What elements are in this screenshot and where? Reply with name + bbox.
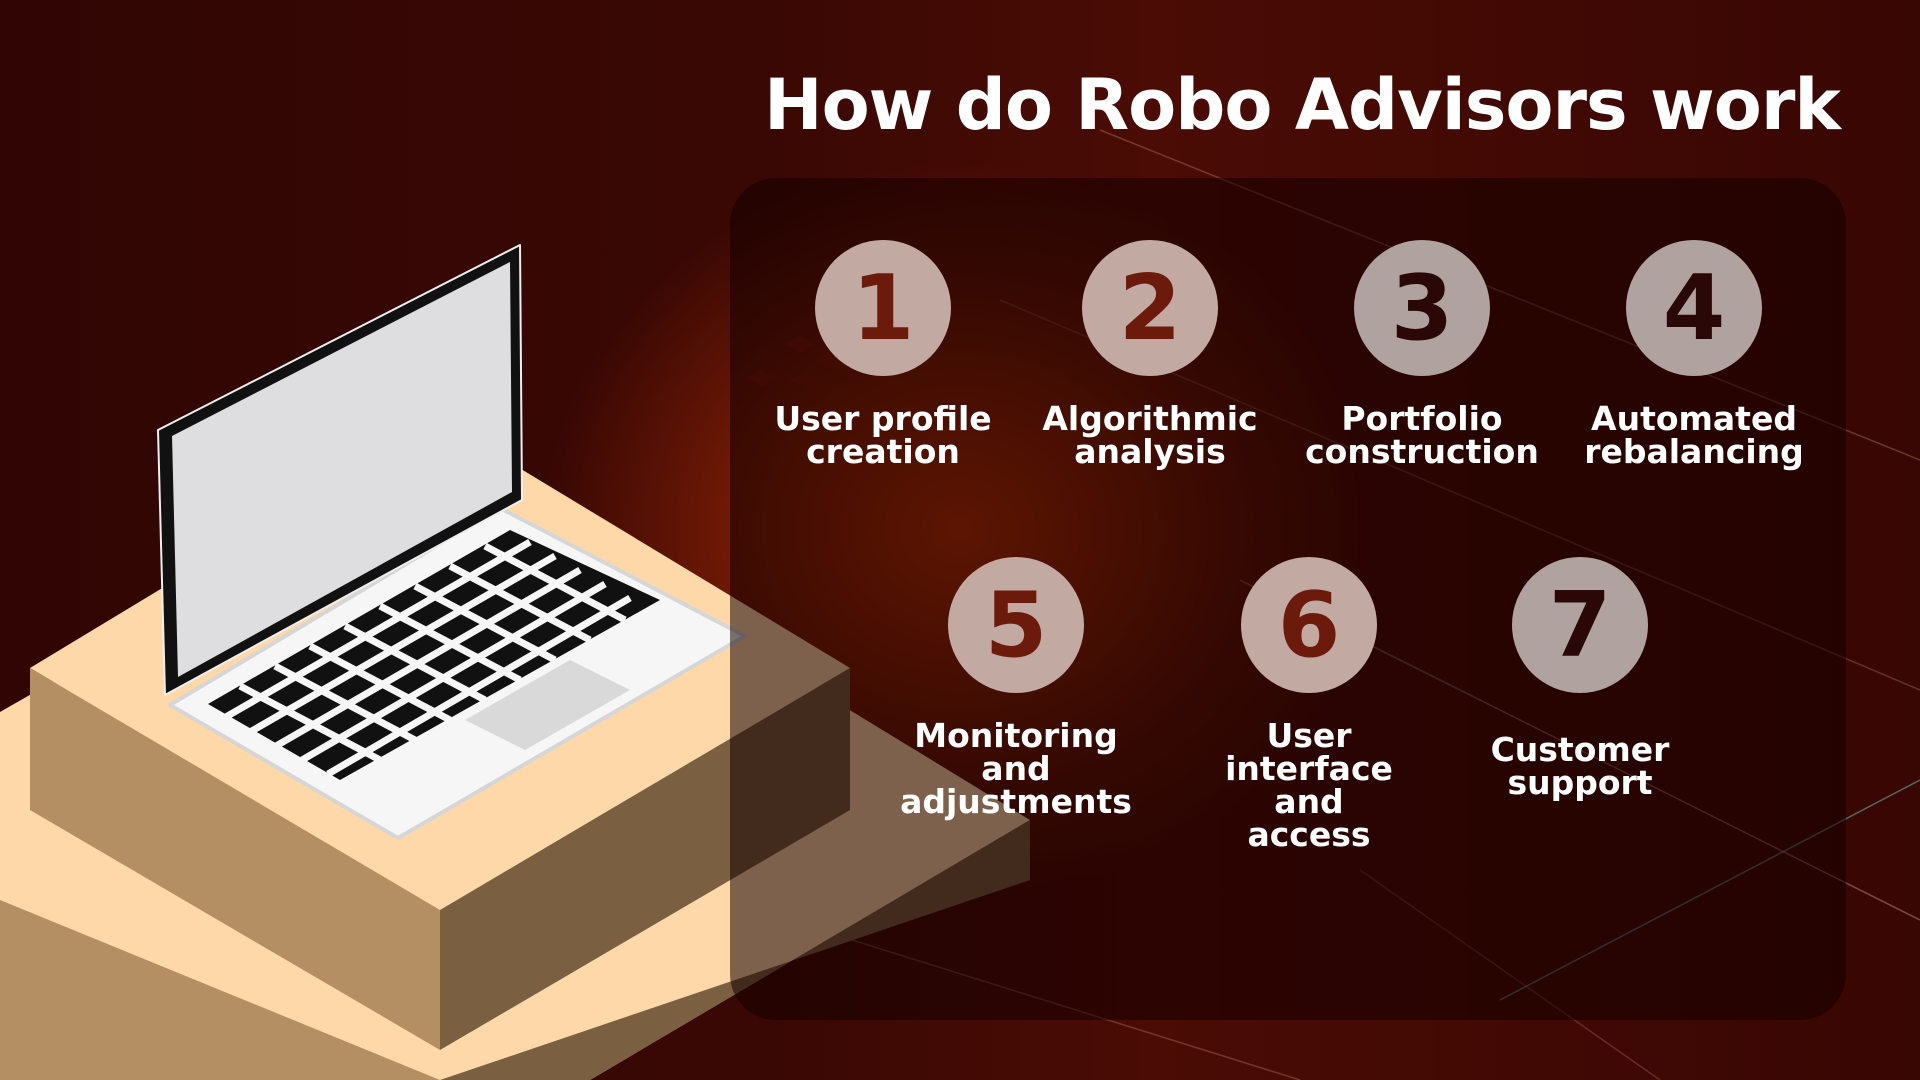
step-label: User profile creation [774,399,992,471]
step-1: 1 User profile creation [753,240,1013,468]
step-5: 5 Monitoring and adjustments [886,557,1146,818]
step-label: Algorithmic analysis [1042,399,1258,471]
step-number-badge: 2 [1082,240,1218,376]
step-number-badge: 6 [1241,557,1377,693]
step-2: 2 Algorithmic analysis [1020,240,1280,468]
step-label: Portfolio construction [1305,399,1539,471]
step-label: Automated rebalancing [1584,399,1804,471]
step-number-badge: 5 [948,557,1084,693]
step-3: 3 Portfolio construction [1292,240,1552,468]
step-number-badge: 7 [1512,557,1648,693]
step-number-badge: 1 [815,240,951,376]
step-7: 7 Customer support [1450,557,1710,799]
step-label: User interface and access [1225,716,1393,854]
step-label: Customer support [1490,730,1670,802]
step-6: 6 User interface and access [1179,557,1439,851]
step-number-badge: 4 [1626,240,1762,376]
page-title: How do Robo Advisors work [764,64,1841,146]
step-number-badge: 3 [1354,240,1490,376]
step-4: 4 Automated rebalancing [1564,240,1824,468]
laptop-icon [157,244,747,840]
step-label: Monitoring and adjustments [900,716,1132,821]
